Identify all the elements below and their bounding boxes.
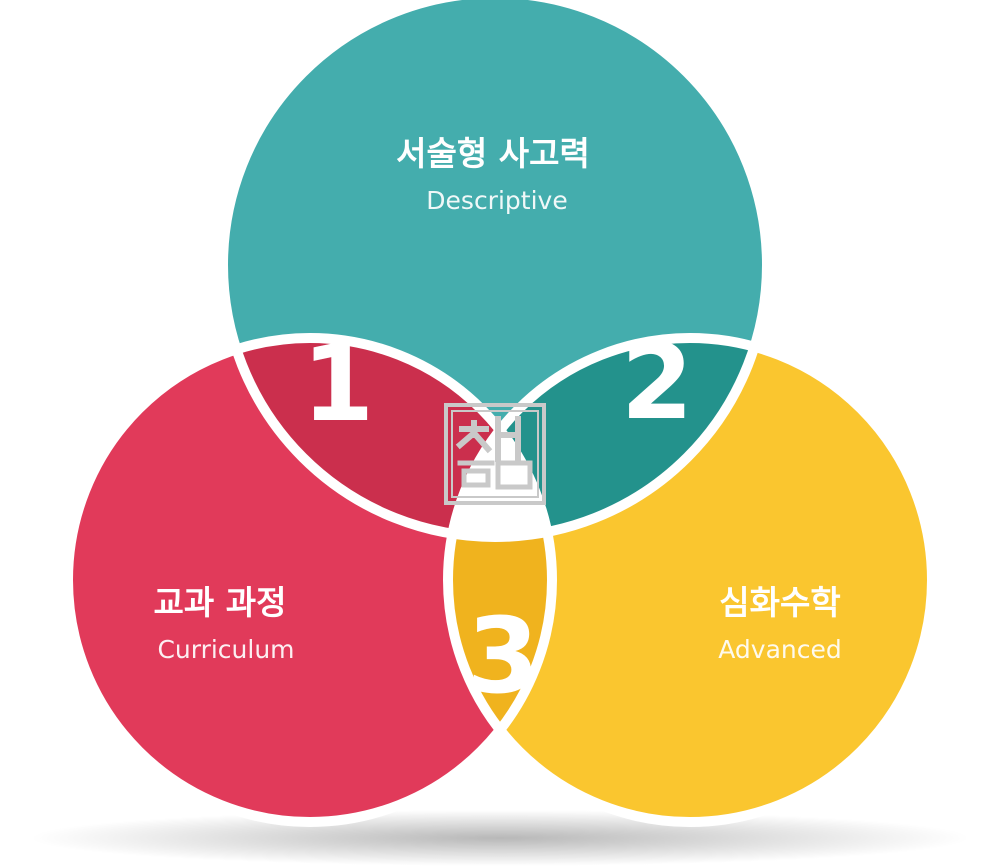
overlap-number-2: 2	[621, 321, 693, 443]
curriculum-title: 교과 과정	[154, 583, 287, 622]
overlap-number-3: 3	[467, 595, 539, 717]
advanced-subtitle: Advanced	[718, 635, 842, 664]
descriptive-subtitle: Descriptive	[426, 186, 567, 215]
floor-shadow	[30, 810, 970, 866]
outline-top	[218, 0, 772, 542]
overlap-number-1: 1	[302, 323, 374, 445]
brand-logo-icon	[444, 403, 546, 505]
advanced-title: 심화수학	[719, 583, 840, 622]
outline-left	[63, 333, 557, 827]
descriptive-title: 서술형 사고력	[396, 134, 590, 173]
overlap-1	[223, 338, 552, 537]
overlap-2	[448, 338, 767, 537]
outline-right	[443, 333, 937, 827]
curriculum-subtitle: Curriculum	[157, 635, 294, 664]
